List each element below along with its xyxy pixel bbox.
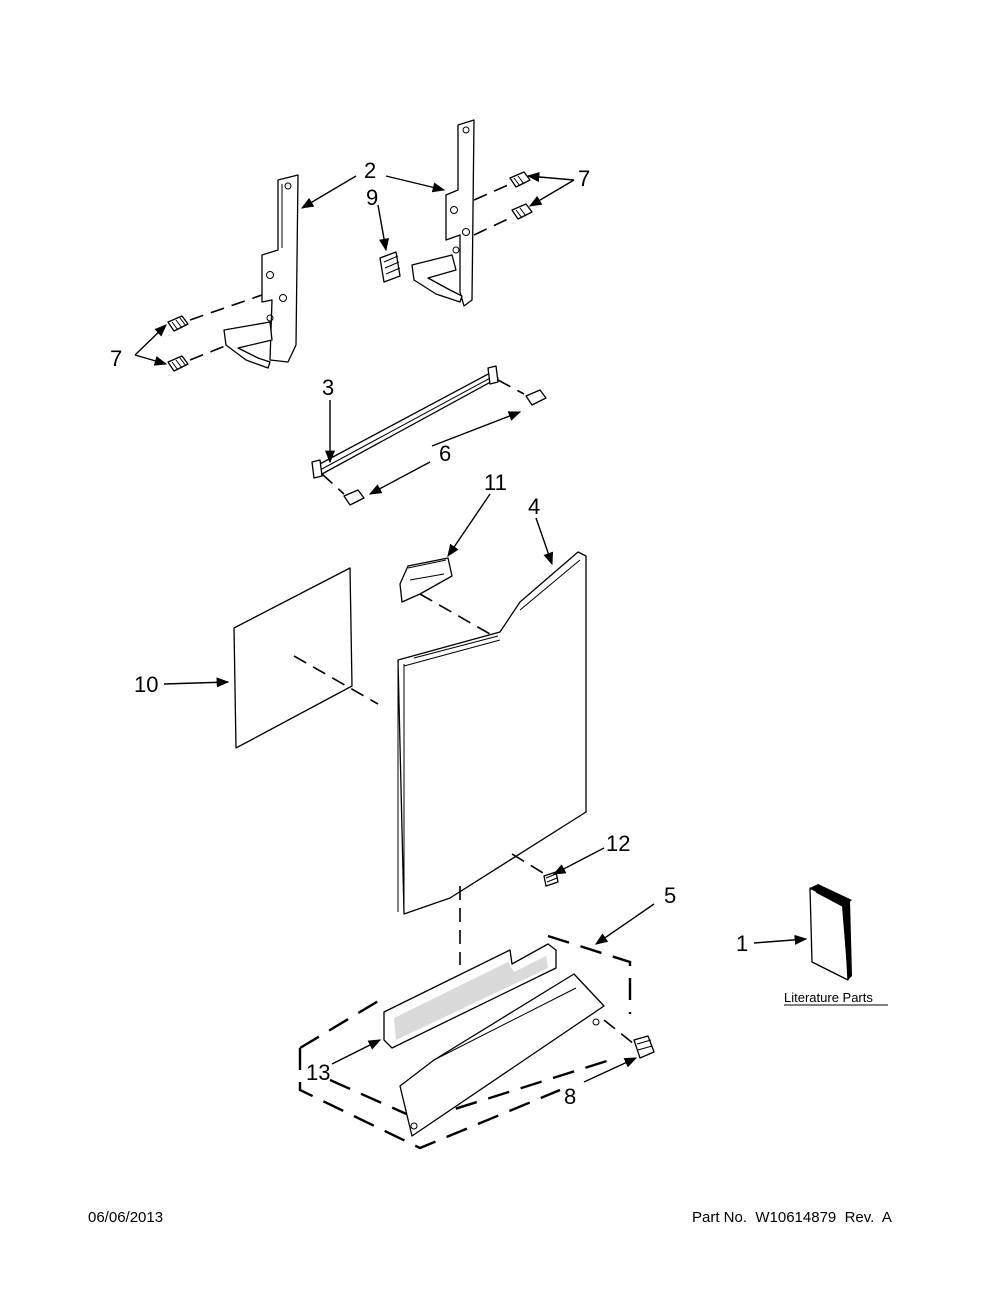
toe-panel — [399, 973, 605, 1137]
hinge-bracket-right — [411, 119, 475, 307]
callout-6: 6 — [439, 441, 451, 466]
callout-1: 1 — [736, 931, 748, 956]
literature-parts-label: Literature Parts — [784, 990, 873, 1005]
screw-right-upper — [509, 171, 531, 188]
outer-door-panel — [397, 551, 587, 915]
footer-date: 06/06/2013 — [88, 1209, 163, 1226]
screw-centerline — [321, 473, 345, 495]
hinge-clip — [379, 251, 401, 283]
kit-outline — [298, 934, 632, 1150]
screw-left-upper — [167, 315, 189, 332]
door-handle — [399, 557, 453, 603]
screw-centerline — [497, 379, 525, 395]
callout-13: 13 — [306, 1060, 330, 1085]
screw-centerline — [473, 217, 511, 236]
callout-11: 11 — [484, 470, 507, 495]
footer-part-number: Part No. W10614879 Rev. A — [692, 1209, 892, 1226]
callout-9: 9 — [366, 185, 378, 210]
toe-panel-screw — [633, 1035, 655, 1059]
insulation-pad — [383, 943, 557, 1049]
rail-screw-right — [525, 389, 547, 406]
door-pad — [543, 871, 559, 887]
rail-screw-left — [343, 489, 365, 506]
leader-lines — [134, 171, 808, 1083]
hinge-bracket-left — [223, 174, 299, 369]
callout-3: 3 — [322, 375, 334, 400]
screw-right-lower — [511, 203, 533, 220]
literature-booklet — [809, 884, 852, 981]
callout-10: 10 — [134, 672, 158, 697]
callout-8: 8 — [564, 1084, 576, 1109]
callout-7-top: 7 — [578, 166, 590, 191]
callout-5: 5 — [664, 883, 676, 908]
screw-left-lower — [167, 355, 189, 372]
callout-12: 12 — [606, 831, 630, 856]
screw-centerline — [189, 294, 263, 321]
callout-2: 2 — [364, 158, 376, 183]
screw-centerline — [189, 343, 231, 361]
callout-4: 4 — [528, 494, 540, 519]
screw-centerline — [603, 1019, 635, 1045]
handle-centerline — [419, 593, 491, 635]
door-panel-insert — [233, 567, 353, 749]
panel-centerline — [293, 655, 379, 705]
screw-centerline — [473, 184, 509, 201]
callout-7-left: 7 — [110, 346, 122, 371]
door-rail — [311, 365, 499, 479]
part-12-centerline — [511, 853, 549, 877]
